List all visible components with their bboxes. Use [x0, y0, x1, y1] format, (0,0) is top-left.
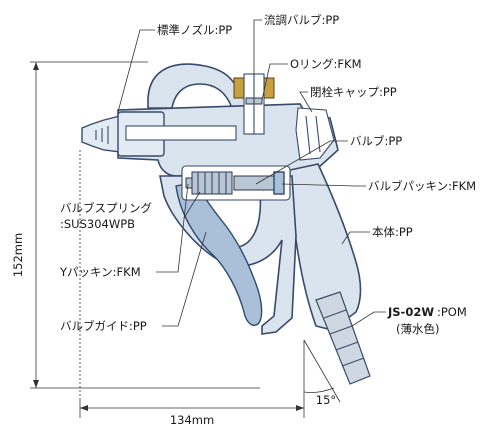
dim-angle: 15°	[316, 393, 336, 407]
label-flow-valve: 流調バルブ:PP	[264, 13, 339, 27]
width-arrow-right	[296, 405, 304, 411]
valve-guide-trigger	[175, 181, 263, 326]
leader-lines	[117, 19, 386, 327]
fitting-ring-1	[323, 309, 347, 319]
valve-part	[233, 175, 275, 191]
dimension-labels: 152mm 134mm 15°	[11, 233, 336, 427]
part-labels: 標準ノズル:PP 流調バルブ:PP Oリング:FKM 閉栓キャップ:PP バルブ…	[59, 13, 476, 336]
label-valve-spring-line2: :SUS304WPB	[60, 217, 135, 231]
hose-fitting-part	[315, 291, 371, 385]
label-model-material: :POM	[437, 305, 467, 319]
label-stopper-cap: 閉栓キャップ:PP	[310, 85, 397, 99]
label-valve-spring-line1: バルブスプリング	[60, 201, 152, 215]
y-packing-part	[185, 177, 193, 189]
label-valve: バルブ:PP	[350, 134, 402, 148]
label-standard-nozzle: 標準ノズル:PP	[157, 23, 232, 37]
label-o-ring: Oリング:FKM	[290, 57, 362, 71]
label-model-code: JS-02W	[387, 305, 434, 319]
fitting-ring-2	[329, 325, 353, 335]
stopper-cap-line-2	[315, 115, 321, 153]
label-model-color: (薄水色)	[396, 322, 439, 336]
height-arrow-bottom	[33, 380, 39, 388]
valve-packing-part	[273, 171, 285, 195]
stopper-cap-line-1	[305, 115, 311, 155]
label-valve-packing: バルブパッキン:FKM	[368, 179, 476, 193]
flow-valve-brass-left	[233, 77, 245, 99]
stopper-cap-part	[295, 107, 335, 161]
flow-valve-part	[233, 73, 275, 135]
angle-ray	[303, 339, 341, 403]
fitting-ring-4	[341, 357, 365, 367]
height-arrow-top	[33, 62, 39, 70]
dim-height: 152mm	[11, 233, 25, 277]
dimension-lines	[30, 61, 341, 418]
nozzle-bore	[125, 125, 237, 141]
width-arrow-left	[80, 405, 88, 411]
angle-arc	[303, 387, 335, 393]
label-valve-guide: バルブガイド:PP	[60, 319, 147, 333]
nozzle-cone	[81, 115, 121, 153]
flow-valve-brass-right	[263, 77, 275, 99]
hose-fitting-body	[315, 291, 371, 385]
valve-assembly	[181, 165, 291, 201]
label-y-packing: Yパッキン:FKM	[59, 265, 141, 279]
standard-nozzle-part	[81, 111, 237, 157]
fitting-ring-3	[335, 341, 359, 351]
stopper-cap-block	[295, 107, 335, 161]
dim-width: 134mm	[170, 413, 214, 427]
label-body: 本体:PP	[372, 225, 413, 239]
spring-coils	[197, 172, 227, 194]
